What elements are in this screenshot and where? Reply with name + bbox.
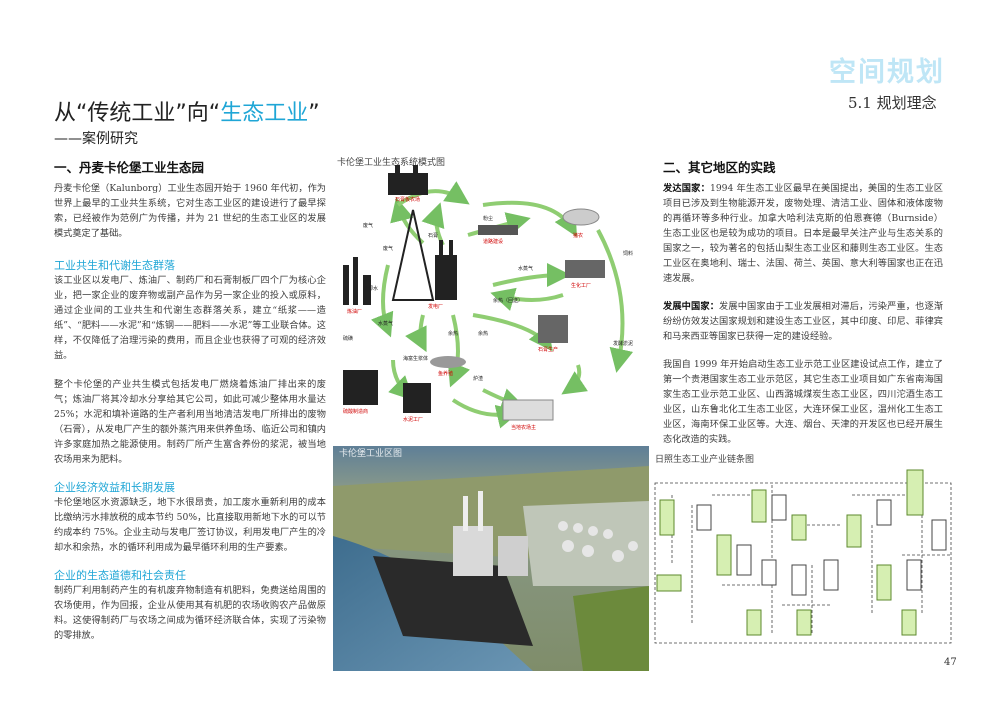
flow-label: 饲料 <box>623 250 633 257</box>
fish-icon <box>430 356 466 368</box>
bio-plant-icon <box>565 260 605 278</box>
title-prefix: 从“传统工业”向“ <box>54 101 221 126</box>
chain-caption: 日照生态工业产业链条图 <box>655 455 755 465</box>
chain-boxes <box>656 469 947 636</box>
page-number: 47 <box>944 657 957 668</box>
title-accent: 生态工业 <box>220 101 309 126</box>
page-subtitle: ——案例研究 <box>54 131 138 147</box>
node-cement: 水泥工厂 <box>403 416 423 423</box>
section1-intro: 丹麦卡伦堡（Kalunborg）工业生态园开始于 1960 年代初，作为世界上最… <box>54 183 326 239</box>
section-title: 空间规划 <box>829 57 945 88</box>
sub1-heading: 工业共生和代谢生态群落 <box>54 259 175 272</box>
flow-label: 石膏 <box>428 232 438 239</box>
refinery-icon <box>343 265 349 305</box>
flow-label: 水蒸气 <box>518 265 533 272</box>
flow-label: 海富生浆体 <box>403 355 428 362</box>
flow-label: 硫磺 <box>343 335 353 342</box>
aerial-photo-drawing <box>333 446 649 671</box>
section-subtitle: 5.1 规划理念 <box>848 94 937 112</box>
flow-label: 炉渣 <box>473 375 483 382</box>
developing-label: 发展中国家： <box>663 301 720 312</box>
node-fish: 鱼养殖 <box>438 370 453 377</box>
flow-label: 粉尘 <box>483 215 493 222</box>
farm-icon <box>502 399 554 421</box>
node-gypsum: 石膏板农场 <box>395 196 420 203</box>
facility-icons <box>343 165 605 421</box>
node-sulfuric: 硫酸制造商 <box>343 408 368 415</box>
diagram-caption: 卡伦堡工业生态系统模式图 <box>337 158 446 168</box>
title-suffix: ” <box>308 101 320 126</box>
gypsum-factory-icon <box>388 173 428 195</box>
sub1-text: 该工业区以发电厂、炼油厂、制药厂和石膏制板厂四个厂为核心企业，把一家企业的废弃物… <box>54 275 326 361</box>
flow-label: 冷却水 <box>363 285 378 292</box>
node-road: 道路建设 <box>483 238 503 245</box>
developing-text: 发展中国家由于工业发展相对滞后，污染严重，也逐渐纷纷仿效发达国家规划和建设生态工… <box>663 301 944 342</box>
road-icon <box>478 225 518 235</box>
node-farm: 当地农场主 <box>511 424 536 431</box>
node-refinery: 炼油厂 <box>347 308 362 315</box>
developed-paragraph: 发达国家：1994 年生态工业区最早在美国提出，美国的生态工业区项目已涉及到生物… <box>663 181 943 286</box>
flow-label: 余热 <box>478 330 488 337</box>
china-paragraph: 我国自 1999 年开始启动生态工业示范工业区建设试点工作，建立了第一个贵港国家… <box>663 359 943 445</box>
right-column: 二、其它地区的实践 发达国家：1994 年生态工业区最早在美国提出，美国的生态工… <box>663 157 943 447</box>
flow-label: 废气 <box>363 222 373 229</box>
flow-label: 余热 <box>448 330 458 337</box>
aerial-photo <box>333 446 649 671</box>
sulfuric-icon <box>343 370 378 405</box>
power-plant-icon <box>391 209 435 301</box>
node-pharma: 石膏生产 <box>538 346 558 353</box>
photo-caption: 卡伦堡工业区图 <box>339 449 403 459</box>
left-column: 一、丹麦卡伦堡工业生态园 丹麦卡伦堡（Kalunborg）工业生态园开始于 19… <box>54 157 326 643</box>
sub1-text2: 整个卡伦堡的产业共生模式包括发电厂燃烧着炼油厂排出来的废气；炼油厂将其冷却水分享… <box>54 379 326 465</box>
node-bio: 生化工厂 <box>571 282 591 289</box>
kalundborg-diagram: 石膏板农场 道路建设 猪农 炼油厂 发电厂 生化工厂 石膏生产 鱼养殖 硫酸制造… <box>343 165 634 431</box>
sub3-heading: 企业的生态道德和社会责任 <box>54 569 186 582</box>
section1-heading: 一、丹麦卡伦堡工业生态园 <box>54 160 205 175</box>
cement-icon <box>403 383 431 413</box>
sub3-text: 制药厂利用制药产生的有机废弃物制造有机肥料，免费送给周围的农场使用，作为回报，企… <box>54 585 326 641</box>
flow-label: 废气 <box>383 245 393 252</box>
page-title: 从“传统工业”向“生态工业” <box>54 95 320 127</box>
sub2-text: 卡伦堡地区水资源缺乏，地下水很昂贵，加工废水重新利用的成本比缴纳污水排放税的成本… <box>54 497 326 553</box>
developed-label: 发达国家： <box>663 183 710 194</box>
pig-icon <box>562 208 600 226</box>
section2-heading: 二、其它地区的实践 <box>663 160 776 175</box>
developing-paragraph: 发展中国家：发展中国家由于工业发展相对滞后，污染严重，也逐渐纷纷仿效发达国家规划… <box>663 299 943 344</box>
developed-text: 1994 年生态工业区最早在美国提出，美国的生态工业区项目已涉及到生物能源开发，… <box>663 183 943 284</box>
rizhao-chain-diagram <box>654 469 952 644</box>
flow-label: 余热（回送） <box>493 297 523 304</box>
node-power: 发电厂 <box>428 303 443 310</box>
node-pigs: 猪农 <box>573 232 583 239</box>
flow-label: 水蒸气 <box>378 320 393 327</box>
pharma-icon <box>538 315 568 343</box>
flow-label: 发酵淤泥 <box>613 340 633 347</box>
sub2-heading: 企业经济效益和长期发展 <box>54 481 175 494</box>
